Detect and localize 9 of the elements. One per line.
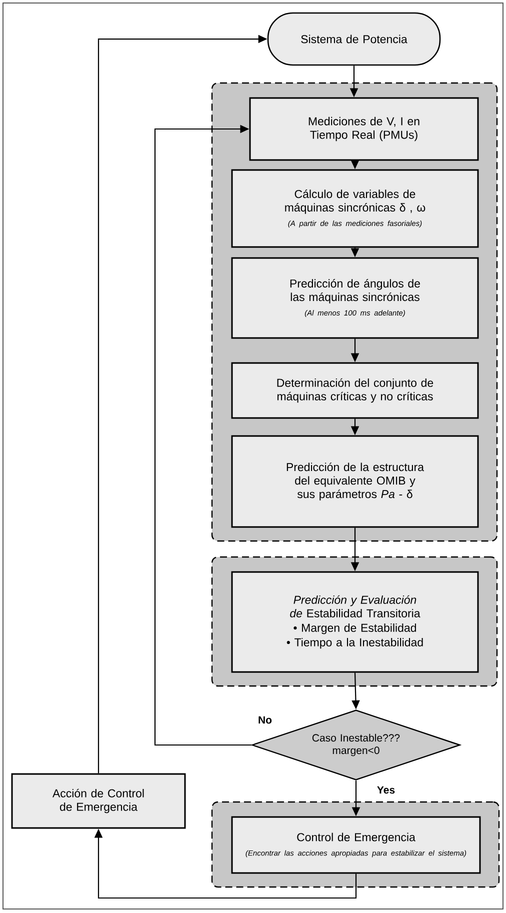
arrow (154, 124, 252, 746)
process-box: Determinación del conjunto de máquinas críticas y no críticas (231, 362, 479, 419)
terminal-box: Sistema de Potencia (267, 12, 441, 66)
process-box: Predicción de la estructura del equivalente OMIB y sus parámetros Pa - δ (231, 435, 479, 528)
process-box: Mediciones de V, I en Tiempo Real (PMUs) (249, 97, 479, 161)
edge-label: No (257, 715, 273, 725)
process-box: Predicción y Evaluación de Estabilidad Transitoria • Margen de Estabilidad • Tiempo a la Inestabilidad (231, 571, 479, 673)
edge-label: Yes (376, 785, 396, 795)
process-box: Acción de Control de Emergencia (11, 773, 186, 829)
